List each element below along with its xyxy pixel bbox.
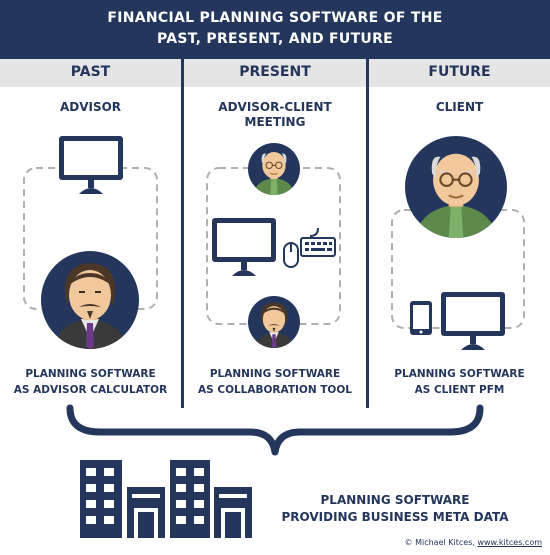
role-label-meeting-line-1: ADVISOR-CLIENT — [218, 100, 332, 114]
client-avatar-icon — [248, 143, 300, 195]
advisor-avatar-icon — [41, 251, 139, 349]
title-line-1: FINANCIAL PLANNING SOFTWARE OF THE — [107, 10, 443, 26]
bottom-caption-line-2: PROVIDING BUSINESS META DATA — [281, 510, 509, 524]
future-caption-line-2: AS CLIENT PFM — [414, 384, 505, 396]
copyright-credit: © Michael Kitces, www.kitces.com — [405, 538, 542, 547]
role-label-advisor: ADVISOR — [59, 100, 122, 114]
column-header-past: PAST — [0, 57, 181, 87]
desktop-monitor-icon — [212, 218, 276, 276]
mouse-icon — [283, 242, 299, 268]
tablet-icon — [410, 301, 432, 335]
past-caption-line-1: PLANNING SOFTWARE — [25, 368, 156, 380]
buildings-icon — [80, 460, 252, 538]
past-caption-line-2: AS ADVISOR CALCULATOR — [13, 384, 168, 396]
credit-prefix: © Michael Kitces, — [404, 538, 478, 547]
desktop-monitor-icon — [59, 136, 123, 194]
keyboard-icon — [300, 227, 336, 257]
column-divider — [181, 57, 184, 408]
role-label-client: CLIENT — [435, 100, 484, 114]
present-caption-line-1: PLANNING SOFTWARE — [209, 368, 341, 380]
role-label-meeting-line-2: MEETING — [244, 115, 306, 129]
bottom-caption-line-1: PLANNING SOFTWARE — [320, 493, 470, 507]
column-header-present: PRESENT — [184, 57, 366, 87]
title-line-2: PAST, PRESENT, AND FUTURE — [156, 31, 394, 47]
title-bar: FINANCIAL PLANNING SOFTWARE OF THE PAST,… — [0, 0, 550, 57]
kitces-link[interactable]: www.kitces.com — [477, 538, 542, 547]
advisor-avatar-icon — [248, 296, 300, 348]
present-caption-line-2: AS COLLABORATION TOOL — [198, 384, 352, 396]
column-header-future: FUTURE — [369, 57, 550, 87]
desktop-monitor-icon — [441, 292, 505, 350]
future-caption-line-1: PLANNING SOFTWARE — [394, 368, 525, 380]
column-divider — [366, 57, 369, 408]
client-avatar-icon — [405, 136, 507, 238]
